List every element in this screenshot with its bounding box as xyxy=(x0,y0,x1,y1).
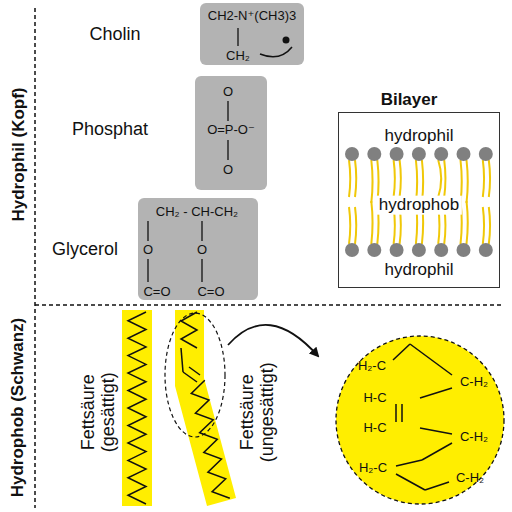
bond-line xyxy=(201,259,202,282)
formula-text: CH₂ - CH-CH₂ xyxy=(156,205,238,219)
bond-line xyxy=(201,221,202,241)
lipid-tail xyxy=(349,207,350,244)
carbon-chain xyxy=(128,312,146,504)
divider-line xyxy=(34,8,36,508)
node-text: H₂-C xyxy=(358,359,386,373)
lipid-tail xyxy=(355,160,356,197)
lipid-tail xyxy=(467,201,468,244)
lipid-head xyxy=(367,147,381,161)
bond-line xyxy=(410,344,452,375)
lipid-head xyxy=(412,243,426,257)
lipid-tail xyxy=(371,160,372,203)
node-text: hydrophil xyxy=(385,261,454,280)
node-text: C-H₂ xyxy=(456,471,484,485)
tail-label: Fettsäure (ungesättigt) xyxy=(237,348,277,476)
carbon-chain xyxy=(181,348,183,372)
lipid-head xyxy=(412,147,426,161)
group-label: Cholin xyxy=(89,25,140,45)
lipid-tail xyxy=(483,207,484,244)
bond-line xyxy=(393,344,410,360)
region-label: Hydrophob (Schwanz) xyxy=(8,318,27,497)
lipid-tail xyxy=(394,160,395,197)
lipid-head xyxy=(457,147,471,161)
lipid-head xyxy=(434,243,448,257)
node-text: hydrophil xyxy=(385,127,454,146)
group-label: Phosphat xyxy=(72,120,148,140)
bond-line xyxy=(147,221,148,241)
node-text: H-C xyxy=(363,391,386,405)
lipid-head xyxy=(479,243,493,257)
highlight-ellipse xyxy=(165,313,225,437)
tail-label: Fettsäure (gesättigt) xyxy=(78,356,118,468)
zoom-arrow xyxy=(228,325,318,356)
formula-text: O=P-O⁻ xyxy=(207,123,255,137)
bilayer-frame xyxy=(339,113,500,288)
bilayer-panel: Bilayer hydrophil hydrophob hydrophil xyxy=(338,88,500,288)
bond-line xyxy=(420,428,452,434)
phosphate-group: PhosphatOO=P-O⁻O xyxy=(60,70,280,195)
zoom-circle xyxy=(336,336,504,504)
saturated-tail xyxy=(122,310,152,506)
lipid-head xyxy=(345,147,359,161)
formula-text: O xyxy=(143,243,153,257)
bond-line xyxy=(396,460,422,466)
carbon-chain xyxy=(128,312,230,504)
node-text: hydrophob xyxy=(376,196,462,215)
bond-line xyxy=(425,482,449,490)
bond-line xyxy=(227,101,228,121)
group-label: Bilayer xyxy=(381,91,438,110)
glycerol-group: Glycerol CH₂ - CH-CH₂ O O C=O C=O xyxy=(40,195,265,305)
bond-line xyxy=(227,140,228,160)
smiley-eye xyxy=(283,37,290,44)
lipid-head xyxy=(457,243,471,257)
smiley-mouth xyxy=(260,47,292,57)
divider-line xyxy=(35,304,502,306)
lipid-tail xyxy=(349,160,350,197)
bond-line xyxy=(422,443,452,460)
lipid-tail xyxy=(467,160,468,203)
group-label: Glycerol xyxy=(52,240,118,260)
bond-line xyxy=(401,404,403,422)
formula-text: O xyxy=(223,85,233,99)
node-text: C-H₂ xyxy=(460,430,488,444)
lipid-head xyxy=(479,147,493,161)
formula-text: O xyxy=(223,163,233,177)
lipid-tail xyxy=(400,160,401,197)
formula-text: C=O xyxy=(143,285,170,299)
carbon-chain xyxy=(191,380,230,498)
formula-text: CH2-N⁺(CH3)3 xyxy=(208,9,296,23)
double-bond xyxy=(189,367,200,375)
double-bond-zoom: H₂-C C-H₂ H-C H-C C-H₂ H₂-C C-H₂ xyxy=(335,335,505,505)
node-text: H-C xyxy=(363,421,386,435)
formula-text: C=O xyxy=(197,285,224,299)
carbon-chain xyxy=(183,372,197,382)
lipid-head xyxy=(390,147,404,161)
unsaturated-tail xyxy=(175,310,236,506)
bond-line xyxy=(420,388,452,398)
bond-line xyxy=(395,404,397,422)
lipid-tail xyxy=(438,160,441,197)
formula-text: O xyxy=(197,243,207,257)
lipid-head xyxy=(390,243,404,257)
bond-line xyxy=(396,474,425,490)
lipid-head xyxy=(345,243,359,257)
lipid-tail xyxy=(371,201,372,244)
lipid-tail xyxy=(444,160,445,197)
node-text: C-H₂ xyxy=(460,375,488,389)
region-label: Hydrophil (Kopf) xyxy=(8,88,27,222)
bond-line xyxy=(237,28,238,46)
formula-text: CH₂ xyxy=(226,49,250,63)
lipid-head xyxy=(434,147,448,161)
node-drawing xyxy=(338,88,500,288)
lipid-tail xyxy=(483,160,484,197)
lipid-head xyxy=(367,243,381,257)
choline-group: Cholin CH2-N⁺(CH3)3CH₂ xyxy=(60,0,310,70)
lipid-tail xyxy=(355,207,356,244)
bond-line xyxy=(147,259,148,282)
lipid-tail xyxy=(489,160,490,197)
node-text: H₂-C xyxy=(359,461,387,475)
lipid-tail xyxy=(489,207,490,244)
